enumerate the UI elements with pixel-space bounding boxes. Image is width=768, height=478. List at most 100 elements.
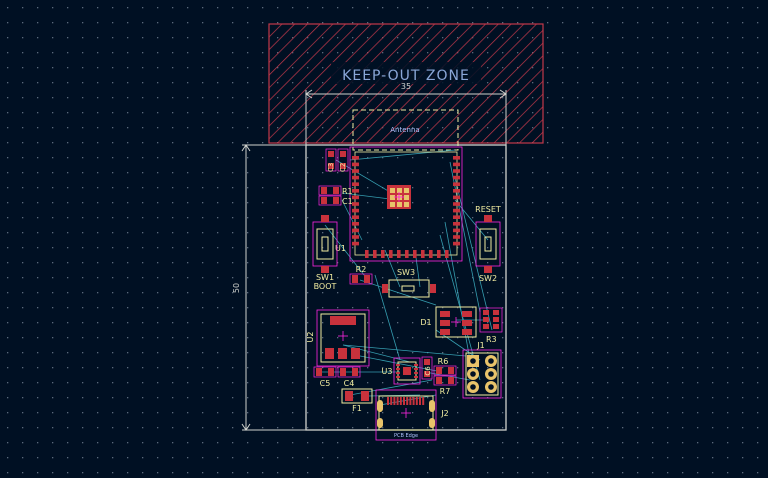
pad — [352, 169, 359, 173]
j1-header[interactable] — [462, 349, 502, 399]
sw2-ref: SW2 — [479, 274, 497, 283]
pad — [381, 250, 385, 258]
c6-capacitor[interactable] — [421, 356, 433, 380]
r6-resistor[interactable] — [433, 365, 457, 376]
c4-ref: C4 — [344, 379, 355, 388]
antenna-outline[interactable]: Antenna — [352, 109, 459, 151]
pcb-edge-label: PCB Edge — [394, 433, 418, 439]
c3-capacitor[interactable] — [325, 148, 337, 172]
r7-resistor[interactable] — [433, 375, 457, 386]
pad — [453, 235, 460, 239]
u2-ref: U2 — [306, 332, 315, 343]
pad — [453, 175, 460, 180]
r1-ref: R1 — [342, 187, 353, 196]
pad — [453, 202, 460, 206]
c5-ref: C5 — [320, 379, 331, 388]
c1-ref: C1 — [342, 197, 353, 206]
keepout-label: KEEP-OUT ZONE — [342, 68, 470, 84]
pad — [352, 208, 359, 213]
u1-module[interactable] — [349, 146, 463, 262]
pad — [406, 397, 409, 405]
height-dimension[interactable] — [241, 144, 306, 431]
c4-capacitor[interactable] — [337, 366, 361, 378]
pad — [453, 182, 460, 186]
height-dimension-label: 50 — [232, 283, 241, 293]
pad — [352, 228, 359, 233]
pad — [365, 250, 369, 258]
pad — [437, 250, 441, 258]
pad — [422, 397, 425, 405]
j2-ref: J2 — [440, 409, 448, 418]
f1-fuse[interactable] — [341, 388, 373, 404]
c6-ref: C6 — [424, 366, 432, 376]
u3-ic[interactable] — [393, 357, 421, 385]
pad — [429, 250, 433, 258]
pad — [453, 189, 460, 193]
r3-resistor[interactable] — [479, 307, 503, 333]
d1-ref: D1 — [420, 318, 431, 327]
sw3-switch[interactable] — [382, 279, 436, 298]
j1-ref: J1 — [476, 341, 484, 350]
pad — [403, 397, 405, 405]
r7-ref: R7 — [440, 387, 451, 396]
sw1-boot-button[interactable] — [312, 215, 338, 273]
c5-capacitor[interactable] — [313, 366, 337, 378]
pad — [453, 169, 460, 173]
pad — [415, 397, 418, 405]
pad — [453, 241, 460, 246]
pad — [445, 250, 449, 258]
pad — [419, 397, 421, 405]
d1-led[interactable] — [435, 306, 477, 338]
sw3-ref: SW3 — [397, 268, 415, 277]
pad — [396, 397, 399, 405]
r3-ref: R3 — [486, 335, 497, 344]
c2-capacitor[interactable] — [337, 148, 349, 172]
pad — [373, 250, 377, 258]
pad — [352, 235, 359, 239]
reset-label: RESET — [475, 205, 501, 214]
r2-ref: R2 — [356, 265, 367, 274]
pad — [352, 189, 359, 193]
f1-ref: F1 — [352, 404, 362, 413]
r1-resistor[interactable] — [318, 185, 342, 196]
r6-ref: R6 — [438, 357, 449, 366]
width-dimension-label: 35 — [401, 82, 411, 91]
pad — [352, 195, 359, 200]
boot-label: BOOT — [314, 282, 337, 291]
u1-ref: U1 — [335, 244, 346, 253]
c2-ref: C2 — [339, 163, 347, 172]
pad — [397, 250, 401, 258]
pad — [390, 397, 393, 405]
pad — [409, 397, 412, 405]
u3-ref: U3 — [382, 367, 393, 376]
sw2-reset-button[interactable] — [475, 215, 501, 273]
pad — [453, 156, 460, 160]
width-dimension[interactable] — [305, 89, 507, 145]
c1-capacitor[interactable] — [318, 195, 342, 206]
pad — [453, 228, 460, 233]
pad — [453, 215, 460, 219]
pad — [412, 397, 415, 405]
pad — [453, 162, 460, 167]
j2-usb-connector[interactable]: PCB Edge — [375, 389, 437, 441]
pad — [399, 397, 402, 405]
pad — [352, 162, 359, 167]
pad — [387, 397, 389, 405]
pad — [352, 175, 359, 180]
pad — [352, 156, 359, 160]
pad — [352, 222, 359, 226]
antenna-label: Antenna — [390, 126, 419, 134]
pad — [453, 195, 460, 200]
pad — [352, 215, 359, 219]
r2-resistor[interactable] — [349, 273, 373, 285]
pad — [352, 202, 359, 206]
pad — [352, 182, 359, 186]
pad — [453, 222, 460, 226]
pad — [453, 208, 460, 213]
pad — [413, 250, 417, 258]
u2-regulator[interactable] — [316, 309, 370, 367]
keepout-zone[interactable]: KEEP-OUT ZONE — [268, 23, 544, 144]
pad — [352, 241, 359, 246]
